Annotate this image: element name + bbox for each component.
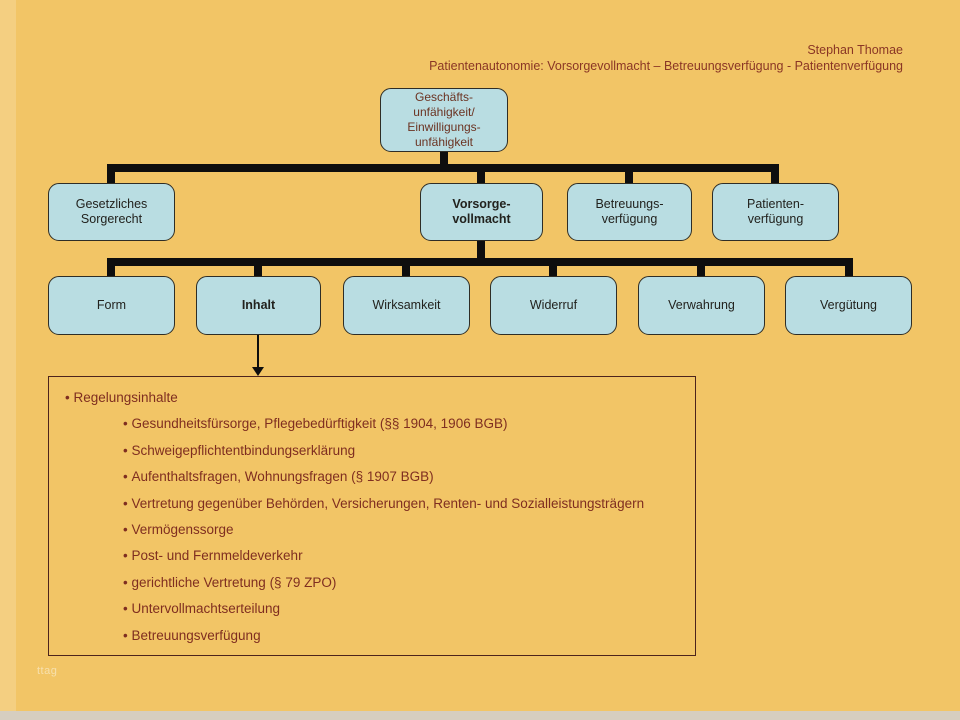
connector-bar-level3: [107, 258, 853, 266]
detail-item: Gesundheitsfürsorge, Pflegebedürftigkeit…: [123, 411, 695, 437]
detail-item: Vertretung gegenüber Behörden, Versicher…: [123, 491, 695, 517]
detail-item: Schweigepflichtentbindungserklärung: [123, 438, 695, 464]
regelungsinhalte-box: Regelungsinhalte Gesundheitsfürsorge, Pf…: [48, 376, 696, 656]
node-patientenverfuegung: Patienten- verfügung: [712, 183, 839, 241]
detail-item: Post- und Fernmeldeverkehr: [123, 543, 695, 569]
connector-drop-verwahrung: [697, 264, 705, 277]
connector-drop-betreuungsverfuegung: [625, 170, 633, 184]
connector-drop-form: [107, 264, 115, 277]
connector-root-stub: [440, 150, 448, 168]
connector-drop-sorgerecht: [107, 170, 115, 184]
slide-header: Stephan Thomae Patientenautonomie: Vorso…: [429, 42, 903, 74]
detail-item: gerichtliche Vertretung (§ 79 ZPO): [123, 570, 695, 596]
detail-item: Betreuungsverfügung: [123, 623, 695, 649]
slide-title: Patientenautonomie: Vorsorgevollmacht – …: [429, 59, 903, 73]
connector-drop-patientenverfuegung: [771, 170, 779, 184]
inhalt-arrowhead-icon: [252, 367, 264, 376]
connector-drop-inhalt: [254, 264, 262, 277]
detail-item: Aufenthaltsfragen, Wohnungsfragen (§ 190…: [123, 464, 695, 490]
node-verwahrung: Verwahrung: [638, 276, 765, 335]
node-geschaeftsunfaehigkeit: Geschäfts- unfähigkeit/ Einwilligungs- u…: [380, 88, 508, 152]
connector-vorsorge-stub: [477, 239, 485, 261]
node-vorsorgevollmacht: Vorsorge- vollmacht: [420, 183, 543, 241]
scan-edge-left: [0, 0, 16, 720]
node-betreuungsverfuegung: Betreuungs- verfügung: [567, 183, 692, 241]
detail-item: Vermögenssorge: [123, 517, 695, 543]
node-widerruf: Widerruf: [490, 276, 617, 335]
node-gesetzliches-sorgerecht: Gesetzliches Sorgerecht: [48, 183, 175, 241]
node-form: Form: [48, 276, 175, 335]
node-verguetung: Vergütung: [785, 276, 912, 335]
author-name: Stephan Thomae: [807, 43, 903, 57]
connector-drop-verguetung: [845, 264, 853, 277]
connector-drop-wirksamkeit: [402, 264, 410, 277]
connector-drop-vorsorgevollmacht: [477, 170, 485, 184]
node-wirksamkeit: Wirksamkeit: [343, 276, 470, 335]
watermark-text: ttag: [37, 665, 58, 677]
detail-item: Untervollmachtserteilung: [123, 596, 695, 622]
inhalt-arrow-line: [257, 335, 259, 369]
connector-drop-widerruf: [549, 264, 557, 277]
scan-edge-bottom: [0, 711, 960, 720]
connector-bar-level2: [107, 164, 779, 172]
details-title: Regelungsinhalte: [65, 385, 695, 411]
node-inhalt: Inhalt: [196, 276, 321, 335]
